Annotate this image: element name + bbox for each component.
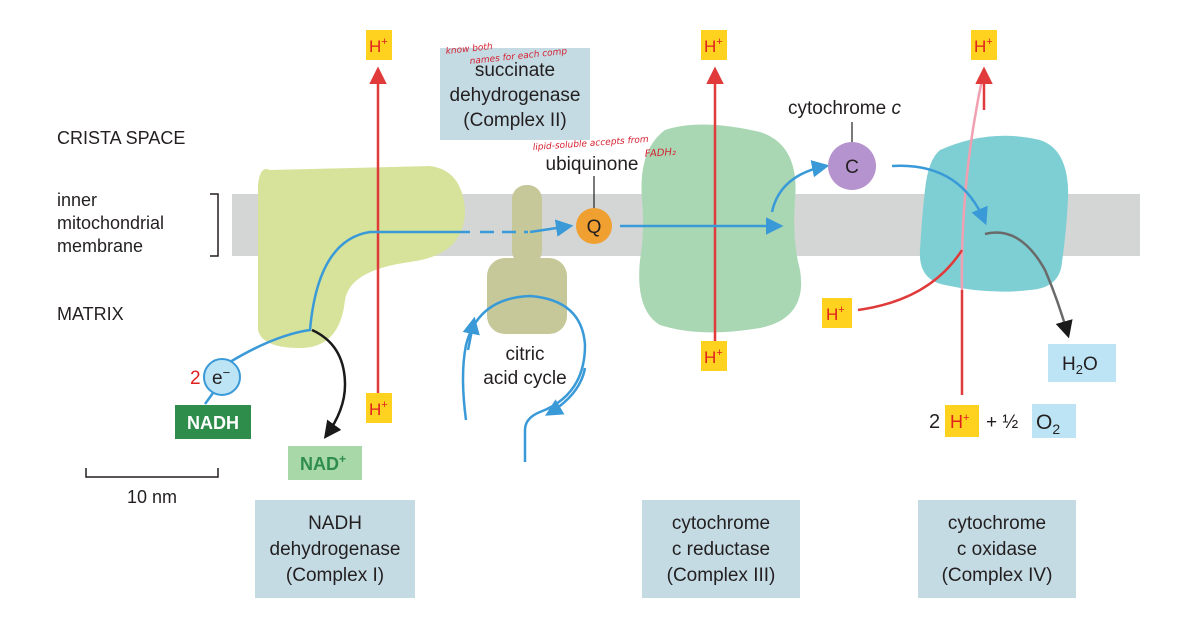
svg-text:H+: H+ <box>974 36 993 56</box>
cytochrome-c-symbol: C <box>845 157 859 178</box>
electron-arrow-to-cytochrome-c <box>770 160 830 213</box>
electron-nadh-connector <box>203 392 215 405</box>
ubiquinone-q-symbol: Q <box>587 217 602 238</box>
citric-line1: citric <box>505 344 544 365</box>
complex-4-shape <box>919 135 1069 292</box>
proton-box-top-3: H+ <box>701 30 727 60</box>
succinate-dehydrogenase-box <box>440 48 590 140</box>
water-box <box>1048 344 1116 382</box>
succinate-line2: dehydrogenase <box>450 85 581 106</box>
oxygen-eq-coef: 2 <box>929 411 940 433</box>
complex-3-label-box <box>642 500 800 598</box>
citric-cycle-up-arrow <box>462 316 480 351</box>
complex-4-line3: (Complex IV) <box>942 565 1053 586</box>
complex-1-line3: (Complex I) <box>286 565 384 586</box>
complex-4-line1: cytochrome <box>948 513 1046 534</box>
handwritten-note-line1: know both <box>445 42 493 57</box>
membrane-bracket <box>210 193 219 257</box>
succinate-line3: (Complex II) <box>463 110 566 131</box>
complex-1-shape <box>258 166 465 348</box>
citric-line2: acid cycle <box>483 368 566 389</box>
oxygen-box <box>1032 404 1076 438</box>
electron-arrow-into-q <box>529 219 574 237</box>
citric-cycle-arrow-head <box>544 367 587 416</box>
proton-box-bottom-3: H+ <box>701 341 727 371</box>
oxygen-eq-plus: + ½ <box>986 412 1018 433</box>
ubiquinone-q-circle <box>576 208 612 244</box>
scale-bar-label: 10 nm <box>127 487 177 507</box>
membrane-label-line1: inner <box>57 190 97 210</box>
complex-4-line2: c oxidase <box>957 539 1037 560</box>
electron-symbol: e− <box>212 365 230 389</box>
svg-text:H+: H+ <box>826 304 845 324</box>
proton-arrow-into-complex-4 <box>857 249 964 312</box>
proton-box-oxygen-eq: H+ <box>945 405 979 437</box>
svg-text:H+: H+ <box>369 399 388 419</box>
electron-circle <box>203 358 241 396</box>
proton-box-matrix-4: H+ <box>822 298 852 328</box>
proton-box-top-1: H+ <box>366 30 392 60</box>
svg-text:H+: H+ <box>704 36 723 56</box>
cytochrome-c-circle <box>828 142 876 190</box>
complex-4-label-box <box>918 500 1076 598</box>
complex-3-line3: (Complex III) <box>667 565 776 586</box>
succinate-line1: succinate <box>475 60 555 81</box>
proton-box-bottom-1: H+ <box>366 393 392 423</box>
scale-bar <box>85 468 219 478</box>
electron-arrow-into-complex-4 <box>891 164 988 226</box>
oxygen-label: O2 <box>1036 411 1060 437</box>
svg-text:H+: H+ <box>704 347 723 367</box>
handwritten-note2-line2: FADH₂ <box>644 147 676 160</box>
complex-1-label-box <box>255 500 415 598</box>
nad-box <box>288 446 362 480</box>
cytochrome-c-label: cytochrome c <box>788 98 901 119</box>
electron-arrow-to-water <box>984 231 1073 339</box>
nadh-to-nad-arrow <box>311 328 347 439</box>
ubiquinone-label: ubiquinone <box>546 154 639 175</box>
nad-label: NAD+ <box>300 452 346 474</box>
proton-pump-arrow-complex-4 <box>960 69 986 291</box>
citric-acid-cycle-loop <box>461 294 587 462</box>
complex-3-line2: c reductase <box>672 539 770 560</box>
membrane-label-line2: mitochondrial <box>57 213 164 233</box>
svg-text:H+: H+ <box>369 36 388 56</box>
nadh-label: NADH <box>187 413 239 433</box>
water-label: H2O <box>1062 354 1098 377</box>
nadh-box <box>175 405 251 439</box>
complex-3-line1: cytochrome <box>672 513 770 534</box>
matrix-label: MATRIX <box>57 304 124 324</box>
electron-path-from-nadh <box>229 230 470 364</box>
complex-1-line1: NADH <box>308 513 362 534</box>
electron-count: 2 <box>190 368 201 389</box>
complex-3-shape <box>639 124 802 333</box>
crista-space-label: CRISTA SPACE <box>57 128 185 148</box>
svg-text:H+: H+ <box>950 412 969 432</box>
proton-box-top-4: H+ <box>971 30 997 60</box>
complex-1-line2: dehydrogenase <box>270 539 401 560</box>
membrane-label-line3: membrane <box>57 236 143 256</box>
